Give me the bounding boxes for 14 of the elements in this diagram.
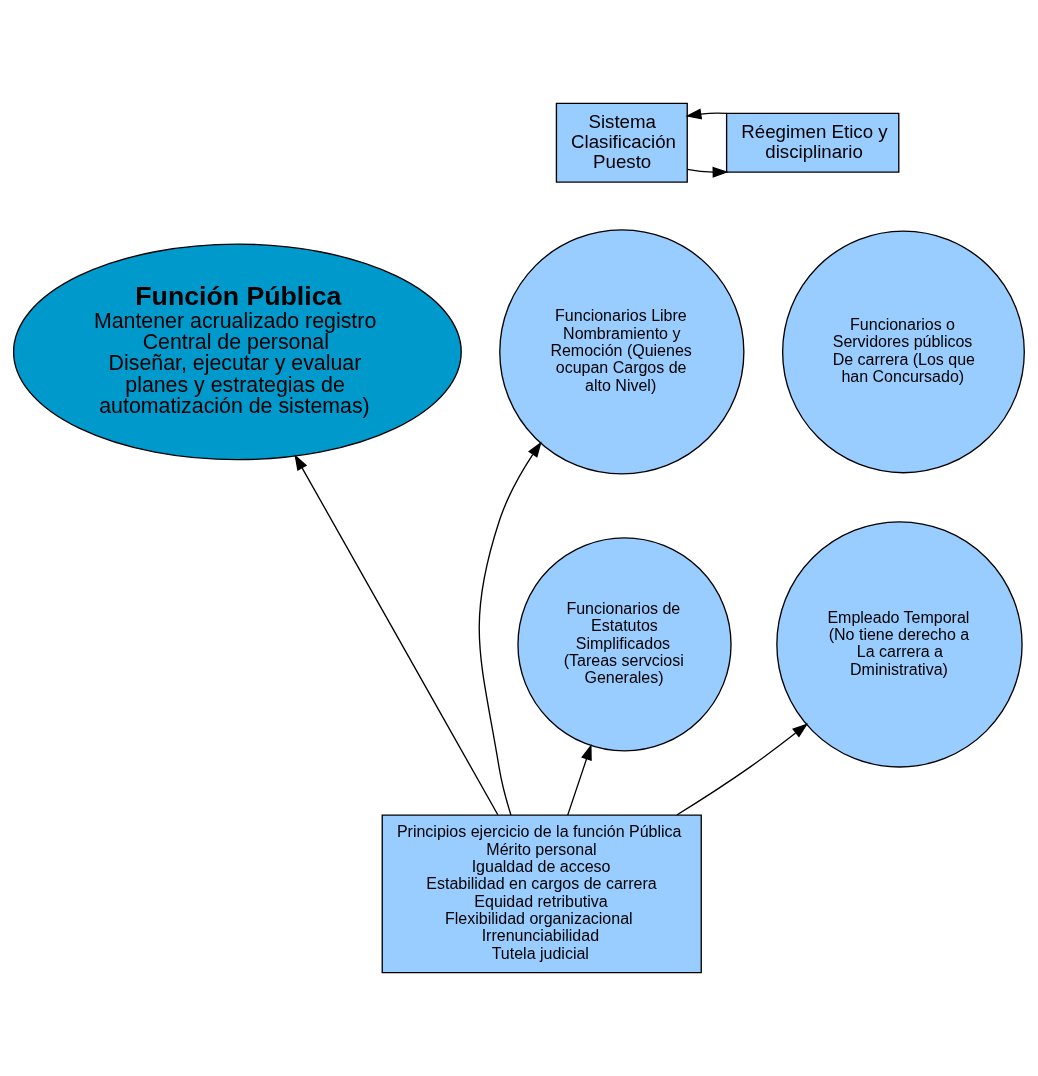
node-ellipse: Función Pública Mantener acrualizado registro Central de personal Diseñar, ejecutar y evaluar planes y estrategias de automatización de sistemas)	[12, 243, 462, 461]
node-box: Sistema Clasificación Puesto	[555, 102, 688, 183]
node-box: Réegimen Etico y disciplinario	[725, 112, 900, 173]
node-circle: Funcionarios de Estatutos Simplificados (Tareas servciosi Generales)	[517, 537, 732, 752]
arrow	[686, 166, 729, 178]
node-circle: Funcionarios o Servidores públicos De carrera (Los que han Concursado)	[781, 230, 1025, 474]
arrow	[294, 454, 499, 816]
node-circle: Funcionarios Libre Nombramiento y Remoción (Quienes ocupan Cargos de alto Nivel)	[499, 229, 745, 475]
arrow	[676, 723, 809, 816]
node-circle: Empleado Temporal (No tiene derecho a La carrera a Dministrativa)	[776, 521, 1023, 768]
arrow	[567, 744, 592, 816]
node-box: Principios ejercicio de la función Pública Mérito personal Igualdad de acceso Estabilidad en cargos de carrera Equidad retributiva Flexibilidad organizacional Irrenunciabilidad Tutela judicial	[381, 814, 702, 974]
arrow	[478, 441, 542, 816]
arrow	[685, 108, 728, 120]
